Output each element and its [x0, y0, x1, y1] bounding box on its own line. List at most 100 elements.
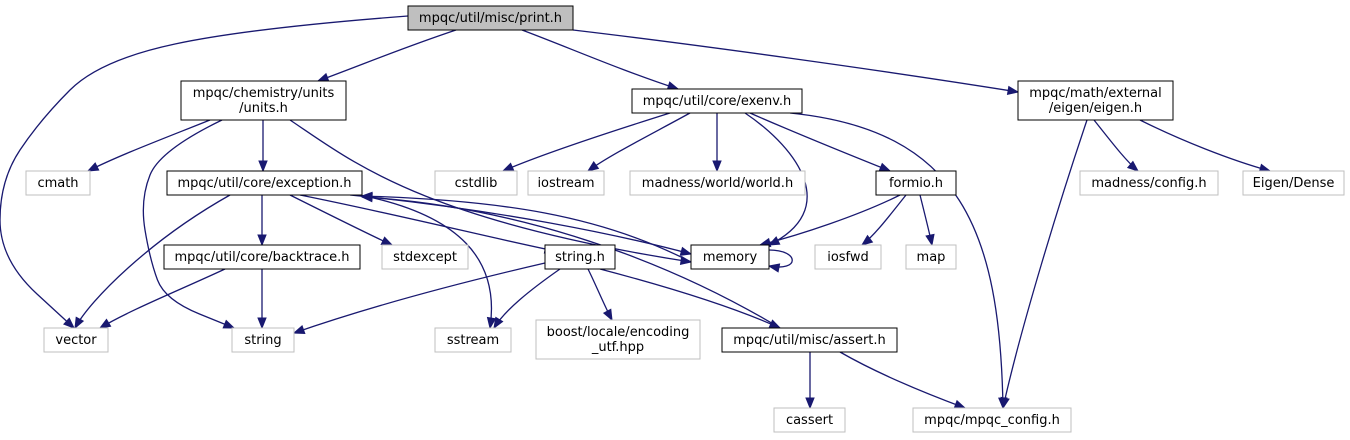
node-box	[43, 327, 109, 353]
node-memory[interactable]: memory	[690, 244, 770, 270]
arrowhead	[712, 160, 722, 173]
edge-line	[1139, 119, 1271, 172]
node-iostream: iostream	[527, 170, 605, 196]
node-box	[773, 407, 846, 433]
node-stdexcept: stdexcept	[381, 244, 469, 270]
edge-stringh-to-string	[292, 262, 546, 335]
edge-line	[749, 112, 891, 172]
node-label: mpqc/chemistry/units	[193, 86, 335, 101]
edge-formio-to-map	[919, 194, 935, 247]
arrowhead	[380, 236, 394, 246]
node-assert[interactable]: mpqc/util/misc/assert.h	[721, 327, 898, 353]
node-map: map	[905, 244, 957, 270]
node-label: sstream	[447, 333, 499, 348]
arrowhead	[63, 317, 75, 329]
node-label: mpqc/util/core/backtrace.h	[175, 250, 350, 265]
arrowhead	[878, 162, 892, 172]
edge-print-to-vector	[0, 15, 409, 329]
node-label: cmath	[37, 176, 78, 191]
node-box	[875, 170, 957, 196]
node-box	[905, 244, 957, 270]
arrowhead	[360, 192, 373, 203]
edge-memory-to-memory	[767, 249, 793, 273]
arrowhead	[493, 316, 504, 330]
node-box	[535, 319, 701, 360]
node-stringh[interactable]: string.h	[544, 244, 616, 270]
node-exception[interactable]: mpqc/util/core/exception.h	[166, 170, 363, 196]
arrowhead	[1000, 396, 1010, 410]
node-box	[166, 170, 363, 196]
node-label: map	[917, 250, 946, 265]
edge-eigen-to-mpqcconfig	[1000, 119, 1088, 410]
node-label: _utf.hpp	[591, 340, 644, 355]
edge-exception-to-backtrace	[257, 195, 267, 247]
node-cassert: cassert	[773, 407, 846, 433]
edge-line	[87, 119, 211, 172]
arrowhead	[602, 308, 613, 322]
node-madconfig: madness/config.h	[1079, 170, 1219, 196]
arrowhead	[953, 399, 967, 409]
edge-line	[789, 112, 1004, 409]
node-cmath: cmath	[25, 170, 91, 196]
node-label: boost/locale/encoding	[547, 325, 690, 340]
edge-stringh-to-sstream	[493, 268, 561, 330]
node-label: /eigen/eigen.h	[1049, 101, 1142, 116]
nodes-layer: mpqc/util/misc/print.h mpqc/chemistry/uni…	[25, 5, 1345, 433]
node-boostutf: boost/locale/encoding_utf.hpp	[535, 319, 701, 360]
node-box	[407, 5, 574, 31]
edge-assert-to-cassert	[805, 352, 815, 410]
node-label: mpqc/mpqc_config.h	[924, 413, 1060, 428]
node-string: string	[231, 327, 295, 353]
node-world: madness/world/world.h	[629, 170, 806, 196]
edge-eigen-to-madconfig	[1093, 119, 1140, 172]
edge-line	[1002, 119, 1088, 409]
arrowhead	[316, 72, 330, 82]
node-print[interactable]: mpqc/util/misc/print.h	[407, 5, 574, 31]
node-cstdlib: cstdlib	[434, 170, 518, 196]
arrowhead	[805, 397, 815, 410]
edge-stringh-to-assert	[599, 268, 782, 329]
edge-line	[0, 15, 409, 329]
node-box	[25, 170, 91, 196]
edge-exception-to-stdexcept	[289, 194, 394, 246]
edge-line	[493, 268, 561, 329]
node-backtrace[interactable]: mpqc/util/core/backtrace.h	[163, 244, 361, 270]
arrowhead	[74, 316, 85, 330]
node-exenv[interactable]: mpqc/util/core/exenv.h	[631, 88, 803, 114]
edge-print-to-units	[316, 29, 457, 82]
node-eigen[interactable]: mpqc/math/external/eigen/eigen.h	[1017, 80, 1174, 121]
arrowhead	[257, 317, 267, 330]
arrowhead	[860, 234, 874, 246]
arrowhead	[486, 316, 497, 330]
node-label: stdexcept	[393, 250, 457, 265]
arrowhead	[586, 161, 600, 172]
edge-print-to-eigen	[572, 29, 1020, 96]
edge-backtrace-to-vector	[98, 268, 226, 329]
node-units[interactable]: mpqc/chemistry/units/units.h	[180, 80, 347, 121]
edge-line	[759, 194, 901, 246]
node-label: iosfwd	[827, 250, 869, 265]
node-formio[interactable]: formio.h	[875, 170, 957, 196]
edge-line	[289, 194, 393, 246]
node-box	[1079, 170, 1219, 196]
arrowhead	[767, 263, 781, 273]
arrowhead	[501, 162, 515, 172]
edge-line	[74, 194, 231, 329]
node-box	[163, 244, 361, 270]
node-box	[434, 170, 518, 196]
edge-print-to-exenv	[521, 29, 680, 91]
edge-units-to-cmath	[86, 119, 211, 172]
arrowhead	[292, 325, 306, 335]
edge-line	[359, 194, 493, 329]
node-box	[690, 244, 770, 270]
arrowhead	[98, 318, 112, 329]
edge-line	[768, 249, 793, 268]
edge-units-to-exception	[258, 120, 268, 173]
arrowhead	[679, 246, 693, 256]
node-label: vector	[55, 333, 97, 348]
edge-line	[142, 119, 235, 329]
node-label: mpqc/util/core/exception.h	[177, 176, 351, 191]
node-box	[180, 80, 347, 121]
node-box	[544, 244, 616, 270]
